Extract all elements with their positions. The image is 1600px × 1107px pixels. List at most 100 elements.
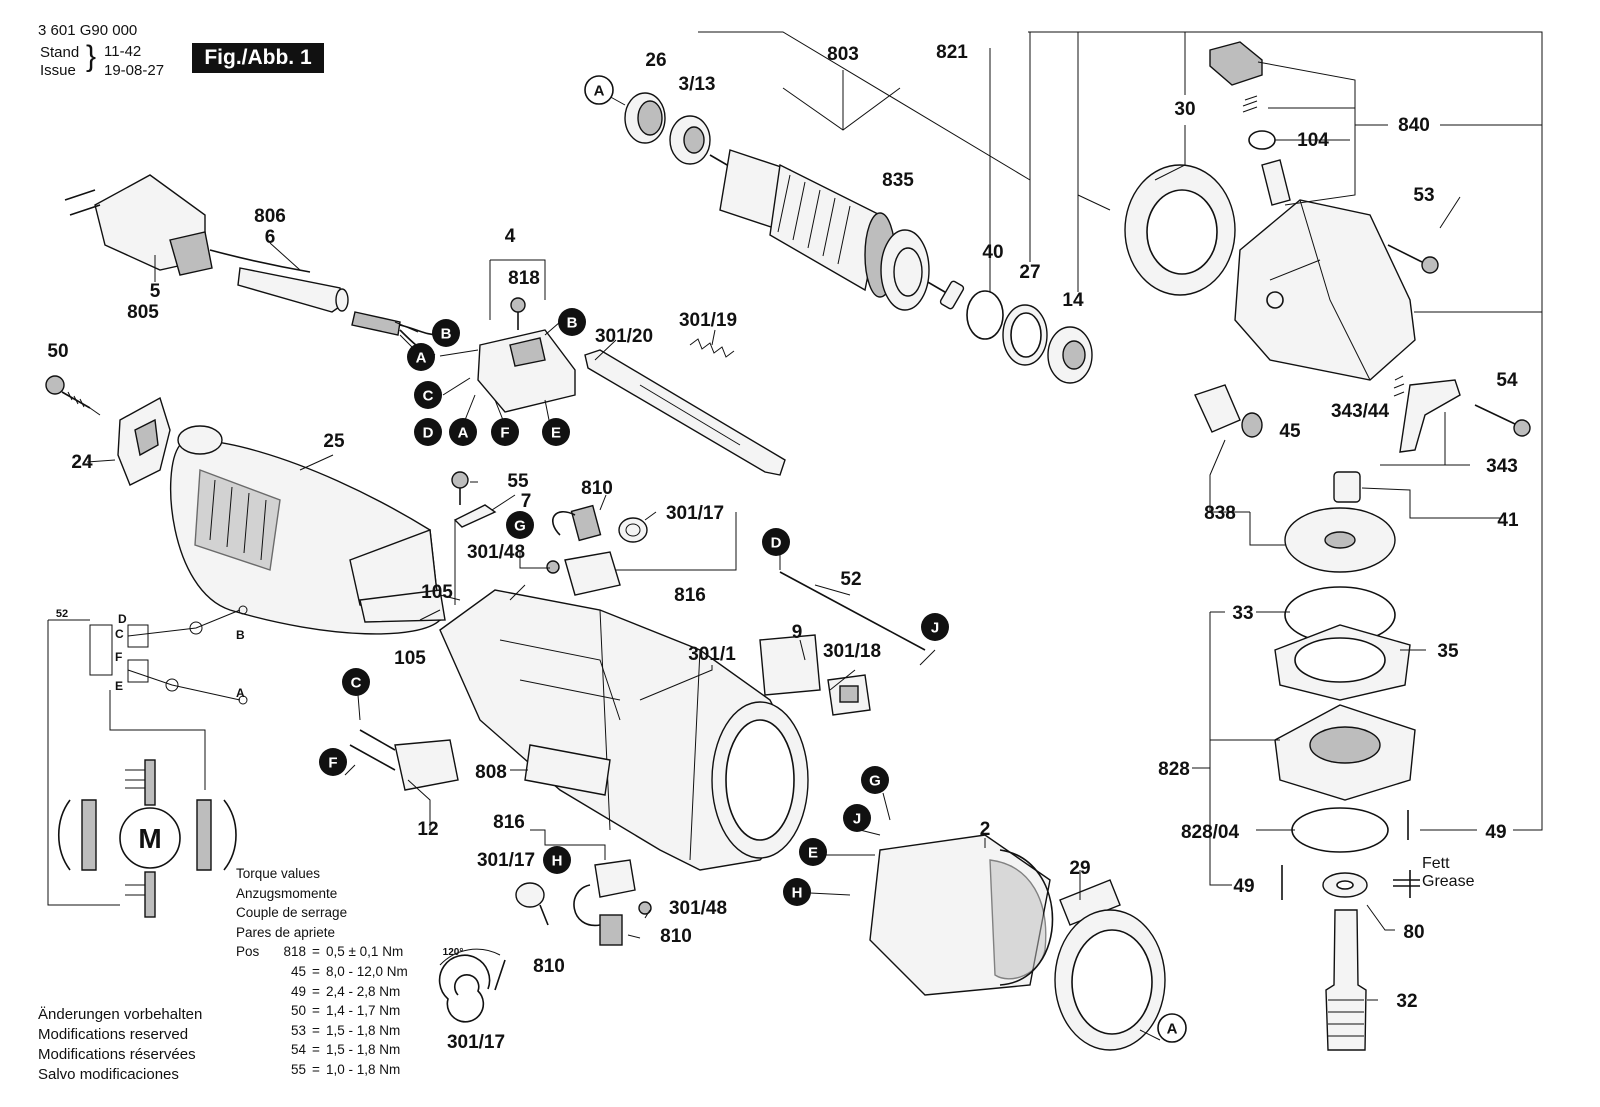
part-label-26: 26 [645,50,666,71]
svg-text:C: C [351,675,362,692]
part-label-53: 53 [1413,185,1434,206]
screw-50 [45,375,91,409]
modifications-en: Modifications reserved [38,1026,189,1043]
part-label-33: 33 [1232,603,1253,624]
motor-housing-25 [170,425,446,635]
connector-d-wire: D [762,528,790,556]
part-label-105-b: 105 [394,648,426,669]
part-label-5: 5 [150,281,161,302]
part-label-2: 2 [980,819,991,840]
spring-301-17-detail [438,948,506,1023]
svg-text:H: H [792,885,803,902]
svg-text:B: B [441,326,452,343]
torque-pos: 54 [290,1042,306,1058]
schematic-motor-label: M [138,823,161,854]
svg-text:G: G [869,773,881,790]
svg-text:E: E [551,425,561,442]
screw-49 [1281,810,1409,900]
grease-label-de: Fett [1422,855,1450,872]
svg-text:A: A [416,350,427,367]
part-label-301-17-lower: 301/17 [477,850,535,871]
part-label-301-19: 301/19 [679,310,737,331]
svg-text:J: J [853,811,861,828]
part-label-9: 9 [792,622,803,643]
connector-j-wire: J [921,613,949,641]
pinion-gear [1194,384,1263,438]
modifications-note: Änderungen vorbehalten Modifications res… [38,1005,202,1085]
part-label-14: 14 [1062,290,1084,311]
part-label-810-spring: 810 [533,956,565,977]
part-label-840: 840 [1398,115,1430,136]
screw-55 [451,471,469,505]
part-label-816-lower: 816 [493,812,525,833]
part-label-821: 821 [936,42,968,63]
svg-text:D: D [771,535,782,552]
connector-b-cord: B [432,319,460,347]
connector-e-switch: E [542,418,570,446]
torque-title-es: Pares de apriete [236,924,336,940]
torque-value: 0,5 ± 0,1 Nm [326,944,404,960]
part-label-301-20: 301/20 [595,326,653,347]
part-label-828: 828 [1158,759,1190,780]
part-label-806: 806 [254,206,286,227]
brace-icon: } [86,40,97,73]
document-number: 3 601 G90 000 [38,22,138,39]
issue-value: 19-08-27 [104,62,165,79]
torque-pos: 50 [290,1003,306,1019]
torque-equals: = [312,944,320,960]
torque-value: 1,4 - 1,7 Nm [326,1003,401,1019]
wiring-schematic [47,605,248,918]
torque-equals: = [312,1061,320,1077]
modifications-de: Änderungen vorbehalten [38,1006,203,1023]
part-label-301-17-spring: 301/17 [447,1032,505,1053]
part-label-343: 343 [1486,456,1518,477]
torque-equals: = [312,1022,320,1038]
connector-a-top: A [584,75,614,105]
part-label-40: 40 [982,242,1003,263]
schematic-terminal-c: C [115,627,124,641]
schematic-terminal-b: B [236,628,245,642]
connector-e-field: E [799,838,827,866]
screw-54 [1474,404,1531,437]
torque-equals: = [312,963,320,979]
rating-plate-808 [524,744,611,796]
gasket-35 [1274,624,1411,701]
connector-a-cord: A [407,343,435,371]
modifications-es: Salvo modificaciones [38,1066,179,1083]
part-label-4: 4 [505,226,516,247]
svg-text:E: E [808,845,818,862]
schematic-terminal-d: D [118,612,127,626]
part-label-32: 32 [1396,991,1417,1012]
part-label-30: 30 [1174,99,1195,120]
suppressor-12 [349,729,459,791]
part-label-818: 818 [508,268,540,289]
lever-301-18 [827,674,871,716]
connector-a-guard: A [1157,1013,1187,1043]
part-label-41: 41 [1497,510,1519,531]
switch-4 [477,297,576,413]
torque-value: 1,5 - 1,8 Nm [326,1022,401,1038]
schematic-terminal-e: E [115,679,123,693]
torque-equals: = [312,1003,320,1019]
svg-text:G: G [514,518,526,535]
part-label-828-04: 828/04 [1181,822,1240,843]
part-number-labels: 26 3/13 803 821 840 30 104 835 53 40 27 … [47,42,1519,1053]
power-cord-plug [64,174,311,276]
part-label-49-left: 49 [1233,876,1254,897]
svg-text:A: A [458,425,469,442]
connector-c-switch: C [414,381,442,409]
part-label-808: 808 [475,762,507,783]
spring-301-19 [689,338,735,358]
part-label-105-a: 105 [421,582,453,603]
schematic-wire-label: 52 [56,608,68,620]
field-coil-2 [869,834,1054,996]
torque-row: 54 = 1,5 - 1,8 Nm [236,1040,408,1060]
part-label-45: 45 [1279,421,1301,442]
brush-holder-816 [546,551,621,596]
switch-slide-301-20 [584,349,786,476]
part-label-810-top: 810 [581,478,613,499]
part-label-301-17-top: 301/17 [666,503,724,524]
part-label-25: 25 [323,431,345,452]
torque-value: 1,0 - 1,8 Nm [326,1061,401,1077]
